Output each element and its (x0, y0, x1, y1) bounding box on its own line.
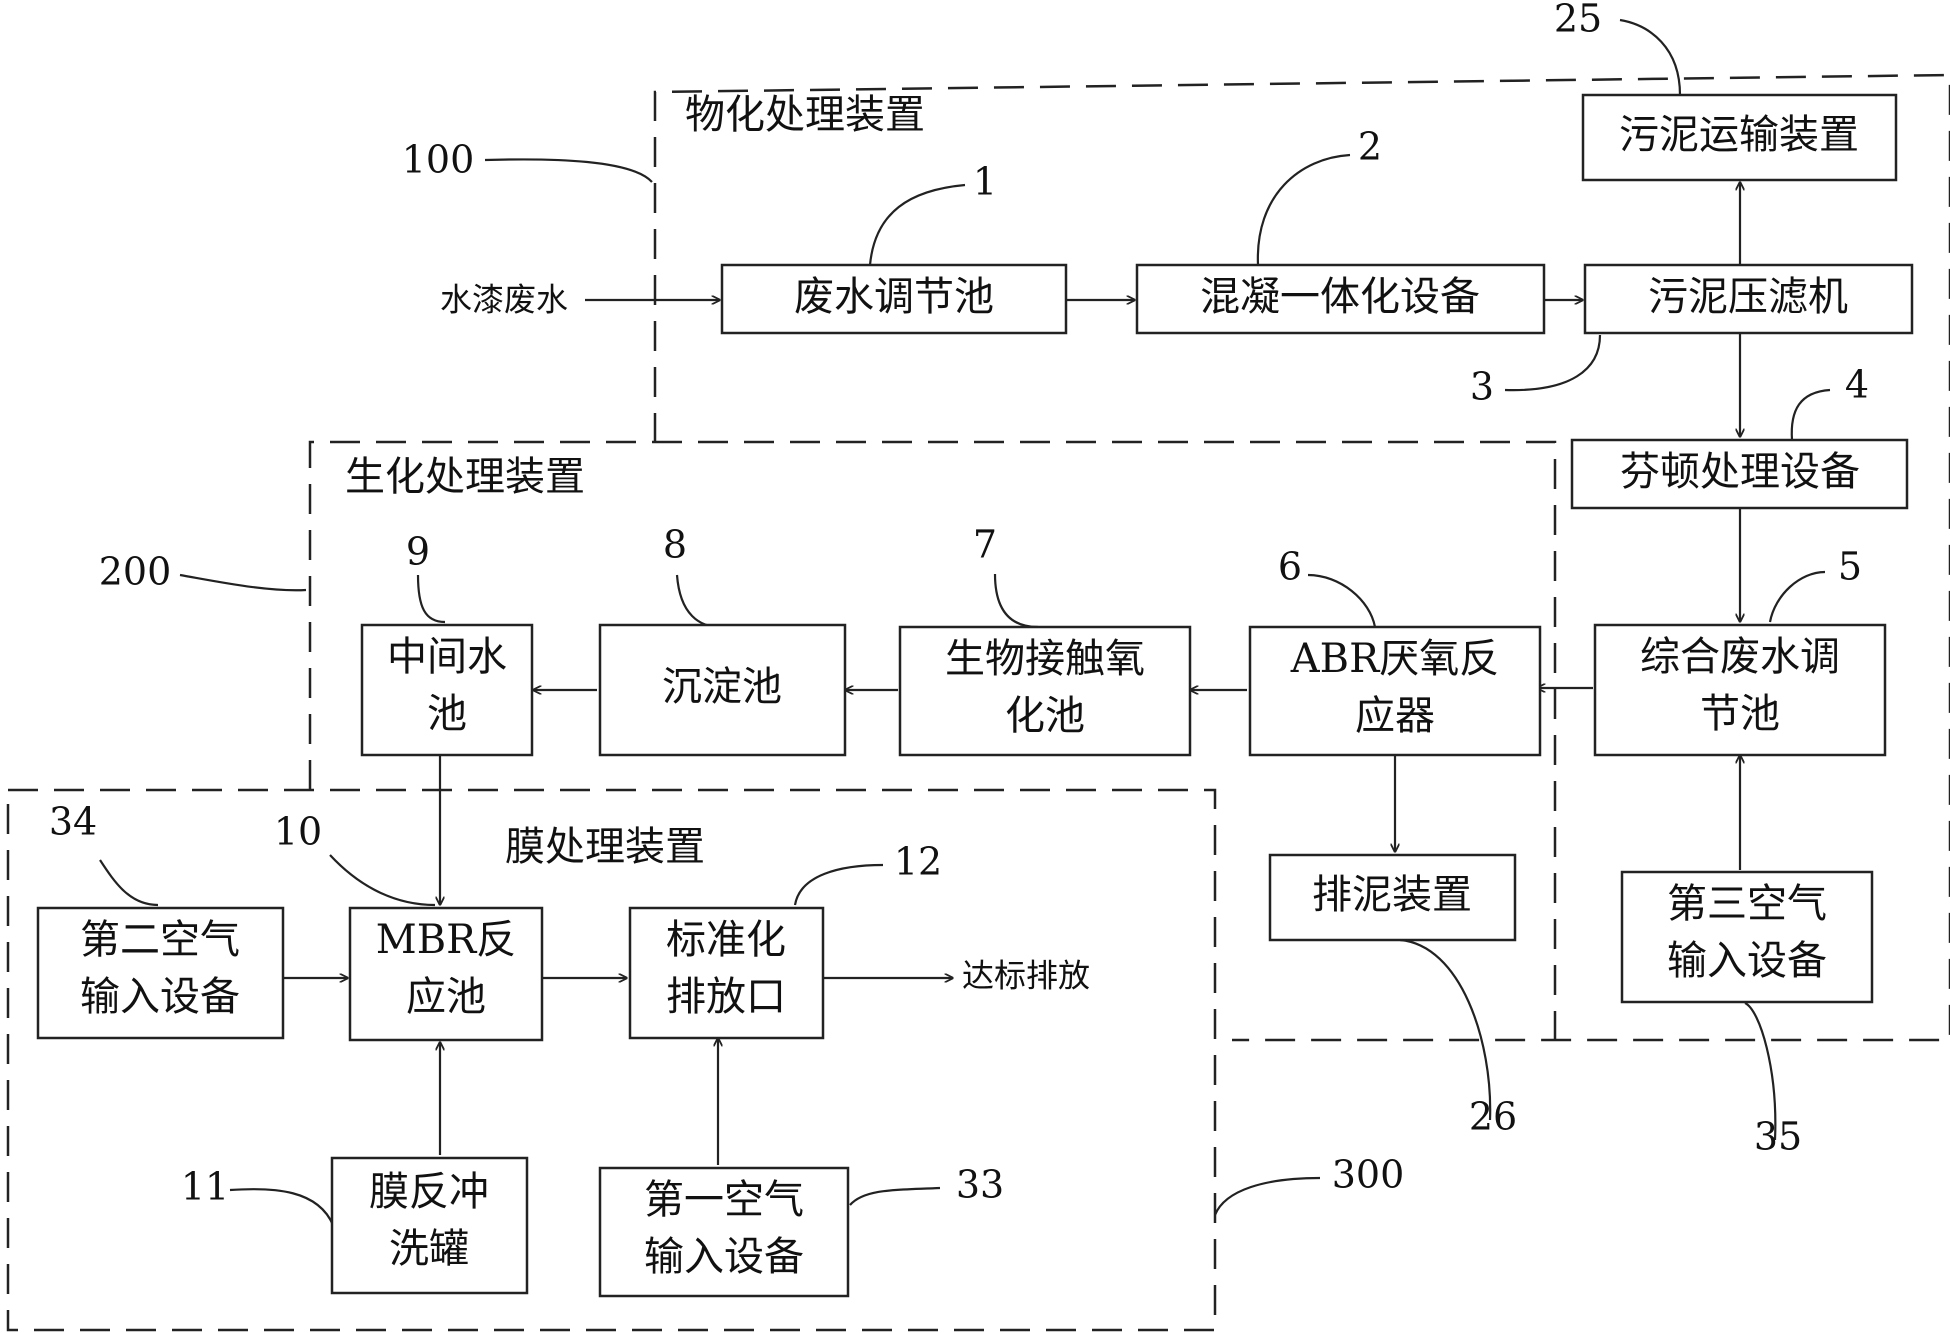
flow-lines (283, 182, 1740, 1165)
unit-1-label: 废水调节池 (794, 274, 994, 320)
ref-3: 3 (1470, 365, 1494, 409)
unit-intermediate-tank: 中间水 池 (360, 623, 534, 757)
unit-third-air-input: 第三空气 输入设备 (1620, 870, 1874, 1004)
unit-abr-anaerobic-reactor: ABR厌氧反 应器 (1248, 625, 1542, 757)
unit-9-label-1: 中间水 (387, 634, 507, 680)
ref-300: 300 (1332, 1153, 1405, 1197)
unit-membrane-backwash-tank: 膜反冲 洗罐 (330, 1156, 529, 1295)
unit-33-label-2: 输入设备 (644, 1234, 804, 1280)
ref-200: 200 (99, 550, 172, 594)
ref-34: 34 (49, 800, 97, 844)
discharge-output-label: 达标排放 (962, 957, 1090, 995)
ref-1: 1 (973, 160, 997, 204)
unit-6-label-1: ABR厌氧反 (1290, 636, 1499, 682)
unit-5-label-1: 综合废水调 (1640, 634, 1840, 680)
unit-sludge-transport: 污泥运输装置 (1581, 93, 1898, 182)
unit-11-label-2: 洗罐 (389, 1226, 469, 1272)
ref-12: 12 (894, 840, 942, 884)
unit-coagulation-equipment: 混凝一体化设备 (1135, 263, 1546, 335)
ref-100: 100 (402, 138, 475, 182)
unit-first-air-input: 第一空气 输入设备 (598, 1166, 850, 1298)
unit-fenton-equipment: 芬顿处理设备 (1570, 438, 1909, 510)
ref-25: 25 (1554, 0, 1602, 41)
unit-ref-numbers: 1 2 3 25 4 5 35 6 26 7 8 9 10 34 11 12 3… (49, 0, 1869, 1209)
ref-5: 5 (1838, 545, 1862, 589)
ref-35: 35 (1754, 1115, 1802, 1159)
unit-second-air-input: 第二空气 输入设备 (36, 906, 285, 1040)
leader-300 (1213, 1176, 1321, 1216)
unit-34-label-2: 输入设备 (80, 974, 240, 1020)
unit-9-label-2: 池 (427, 691, 467, 737)
ref-33: 33 (956, 1163, 1004, 1207)
biochem-region-label: 生化处理装置 (345, 454, 585, 500)
unit-10-label-2: 应池 (406, 974, 486, 1020)
unit-6-label-2: 应器 (1355, 693, 1435, 739)
unit-3-label: 污泥压滤机 (1648, 274, 1848, 320)
unit-bio-contact-oxidation-tank: 生物接触氧 化池 (898, 625, 1192, 757)
unit-35-label-2: 输入设备 (1667, 938, 1827, 984)
ref-8: 8 (663, 523, 687, 567)
unit-11-label-1: 膜反冲 (369, 1169, 489, 1215)
unit-33-label-1: 第一空气 (644, 1177, 804, 1223)
leader-100 (484, 158, 653, 183)
ref-10: 10 (274, 810, 322, 854)
biochem-region-outline (308, 440, 1557, 1040)
unit-mbr-reactor: MBR反 应池 (348, 906, 544, 1042)
unit-sludge-filter-press: 污泥压滤机 (1583, 263, 1914, 335)
unit-leaders (99, 18, 1831, 1226)
membrane-region-label: 膜处理装置 (505, 824, 705, 870)
unit-12-label-2: 排放口 (666, 974, 786, 1020)
ref-2: 2 (1358, 125, 1382, 169)
unit-25-label: 污泥运输装置 (1619, 112, 1859, 158)
wastewater-input-label: 水漆废水 (440, 281, 568, 319)
membrane-region-outline (6, 788, 1217, 1332)
unit-waste-regulating-tank: 废水调节池 (720, 263, 1068, 335)
physchem-region-label: 物化处理装置 (685, 92, 925, 138)
unit-12-label-1: 标准化 (666, 917, 786, 963)
unit-5-label-2: 节池 (1700, 691, 1780, 737)
unit-26-label: 排泥装置 (1312, 872, 1472, 918)
unit-standard-discharge-outlet: 标准化 排放口 (628, 906, 825, 1040)
unit-4-label: 芬顿处理设备 (1620, 449, 1860, 495)
leader-200 (179, 573, 307, 592)
ref-6: 6 (1278, 545, 1302, 589)
physchem-region-outline (653, 73, 1950, 1042)
unit-sludge-discharge: 排泥装置 (1268, 853, 1517, 942)
unit-7-label-1: 生物接触氧 (945, 636, 1145, 682)
unit-7-label-2: 化池 (1005, 693, 1085, 739)
unit-sedimentation-tank: 沉淀池 (598, 623, 847, 757)
ref-7: 7 (973, 523, 997, 567)
ref-11: 11 (181, 1165, 229, 1209)
unit-2-label: 混凝一体化设备 (1200, 274, 1480, 320)
ref-9: 9 (406, 530, 430, 574)
unit-10-label-1: MBR反 (376, 917, 516, 963)
unit-combined-regulating-tank: 综合废水调 节池 (1593, 623, 1887, 757)
unit-8-label: 沉淀池 (662, 664, 782, 710)
unit-34-label-1: 第二空气 (80, 917, 240, 963)
ref-4: 4 (1845, 363, 1869, 407)
unit-35-label-1: 第三空气 (1667, 881, 1827, 927)
ref-26: 26 (1469, 1095, 1517, 1139)
